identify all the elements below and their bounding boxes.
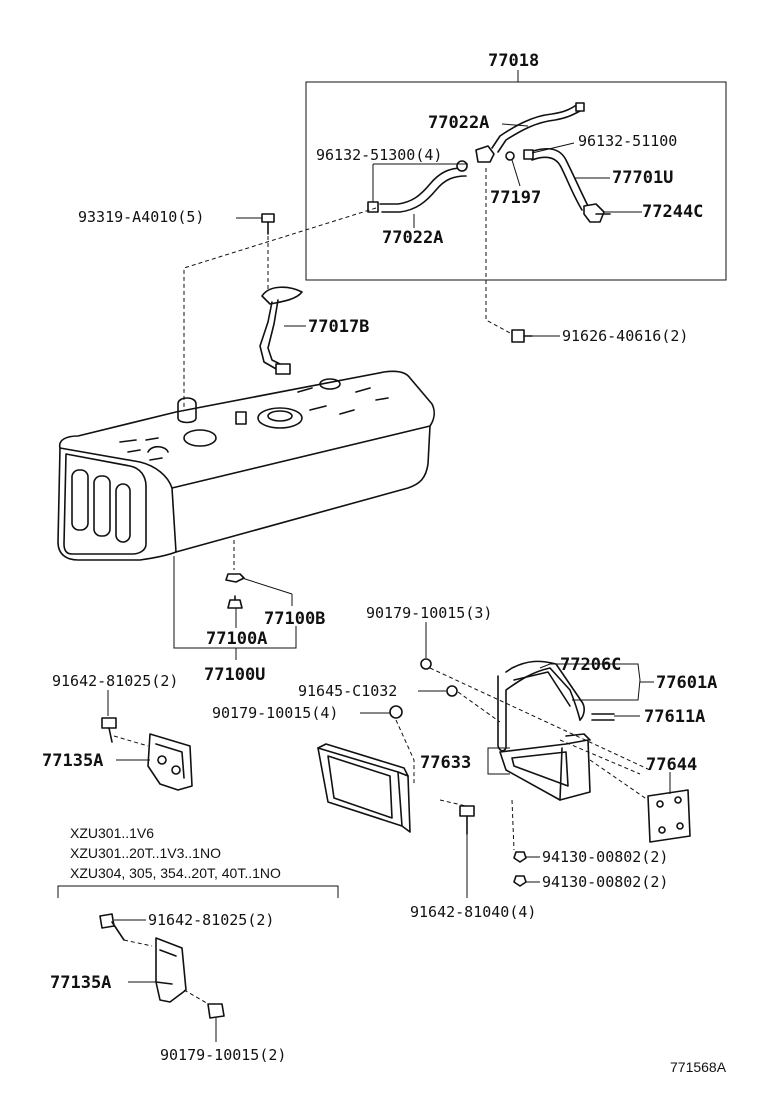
label-77633: 77633 [420, 753, 471, 773]
label-77701u: 77701U [612, 168, 673, 188]
hose-77022a-top [491, 103, 583, 153]
label-91626-40616: 91626-40616(2) [562, 327, 688, 345]
gasket-77100b [225, 573, 245, 583]
label-77135a-bottom: 77135A [50, 973, 111, 993]
bolt-77611a [591, 713, 615, 721]
clip-96132-51300 [367, 201, 379, 213]
label-94130-00802-a: 94130-00802(2) [542, 848, 668, 866]
label-90179-10015-2: 90179-10015(2) [160, 1046, 286, 1064]
bracket-77135a-top [147, 733, 193, 791]
bolt-91642-81025-bottom [99, 913, 125, 941]
label-94130-00802-b: 94130-00802(2) [542, 873, 668, 891]
label-77244c: 77244C [642, 202, 703, 222]
label-93319-a4010: 93319-A4010(5) [78, 208, 204, 226]
cushion-frame-right [499, 733, 591, 801]
label-96132-51300: 96132-51300(4) [316, 146, 442, 164]
nut-90179-3 [420, 658, 432, 670]
label-77135a-top: 77135A [42, 751, 103, 771]
clip-top-right [575, 102, 585, 112]
label-77017b: 77017B [308, 317, 369, 337]
drain-plug-77100a [227, 595, 243, 609]
variant-note-line-2: XZU301..20T..1V3..1NO [70, 845, 221, 861]
bolt-91626-40616 [511, 329, 533, 343]
bolt-91642-81025-top [101, 717, 117, 743]
label-91642-81025-top: 91642-81025(2) [52, 672, 178, 690]
label-77206c: 77206C [560, 655, 621, 675]
label-77100u: 77100U [204, 665, 265, 685]
label-77601a: 77601A [656, 673, 717, 693]
label-77100b: 77100B [264, 609, 325, 629]
bolt-91642-81040 [459, 805, 475, 835]
bracket-77644 [647, 789, 691, 843]
valve-77197 [475, 145, 515, 163]
valve-77244c [583, 203, 611, 223]
variant-note-line-1: XZU301..1V6 [70, 825, 154, 841]
hose-77022a-bottom [379, 167, 467, 213]
label-77197: 77197 [490, 188, 541, 208]
label-96132-51100: 96132-51100 [578, 132, 677, 150]
label-90179-10015-3: 90179-10015(3) [366, 604, 492, 622]
label-90179-10015-4: 90179-10015(4) [212, 704, 338, 722]
nut-94130-a [513, 851, 527, 863]
nut-90179-4 [389, 705, 403, 719]
label-91645-c1032: 91645-C1032 [298, 682, 397, 700]
label-77100a: 77100A [206, 629, 267, 649]
label-77018: 77018 [488, 51, 539, 71]
figure-code: 771568A [670, 1059, 727, 1075]
label-77644: 77644 [646, 755, 697, 775]
label-91642-81025-bottom: 91642-81025(2) [148, 911, 274, 929]
label-77022a-top: 77022A [428, 113, 489, 133]
washer-91645 [446, 685, 458, 697]
fuel-tank [57, 370, 435, 561]
assembly-box-77018 [305, 81, 727, 281]
hose-77701u [529, 147, 589, 211]
label-77022a-bottom: 77022A [382, 228, 443, 248]
clip-96132-51100 [523, 149, 534, 160]
cushion-frame-left [317, 743, 411, 833]
variant-note-line-3: XZU304, 305, 354..20T, 40T..1NO [70, 865, 281, 881]
nut-90179-10015-bottom [207, 1003, 225, 1019]
label-77611a: 77611A [644, 707, 705, 727]
bracket-77135a-bottom [155, 937, 187, 1003]
label-91642-81040: 91642-81040(4) [410, 903, 536, 921]
bolt-93319-a4010 [261, 213, 275, 235]
sender-gauge-77017b [259, 286, 303, 375]
variant-bracket-line [57, 885, 339, 898]
nut-94130-b [513, 875, 527, 887]
